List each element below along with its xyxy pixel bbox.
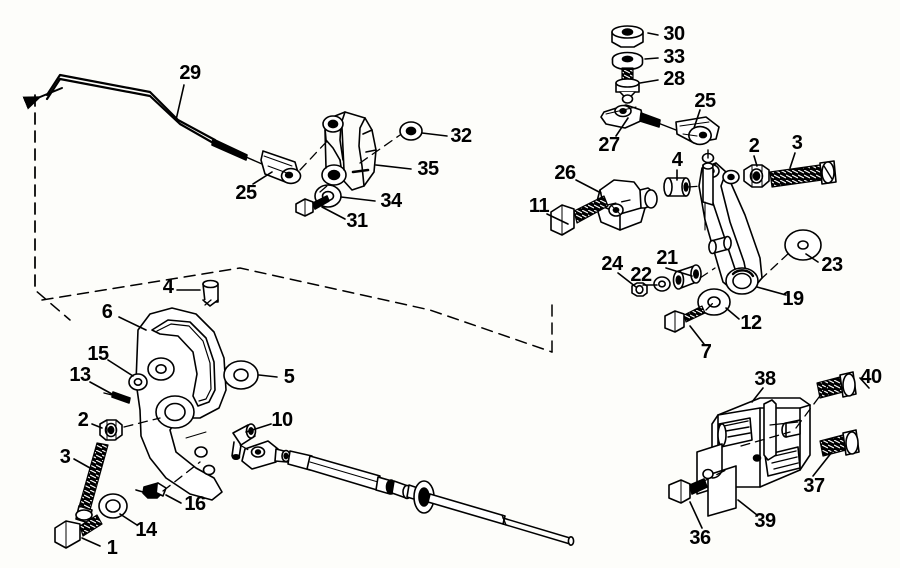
callout-33: 33 xyxy=(663,46,685,68)
callout-32: 32 xyxy=(450,125,472,147)
part-28-stud xyxy=(615,67,640,104)
part-5-washer xyxy=(223,360,259,390)
callout-4-right: 4 xyxy=(671,149,683,171)
callout-31: 31 xyxy=(346,210,368,232)
callout-4-left: 4 xyxy=(162,276,174,298)
callout-30: 30 xyxy=(663,23,685,45)
callout-21: 21 xyxy=(656,247,678,269)
callout-24: 24 xyxy=(601,253,623,275)
part-19-throttle-lever xyxy=(698,162,763,295)
part-4-bushing-right xyxy=(663,177,691,197)
alignment-lines xyxy=(123,134,829,492)
part-2-locknut-left xyxy=(99,419,123,441)
lever-mid-bushing xyxy=(708,235,732,255)
callout-10: 10 xyxy=(271,409,293,431)
part-38-cable-clamp xyxy=(711,397,811,488)
part-2-locknut-right xyxy=(743,164,770,188)
callout-1: 1 xyxy=(106,537,118,559)
throttle-cable-assembly xyxy=(241,440,575,546)
part-33-washer xyxy=(611,51,644,71)
callout-13: 13 xyxy=(69,364,91,386)
callout-7: 7 xyxy=(700,341,712,363)
part-32-washer xyxy=(399,121,423,141)
part-31-screw xyxy=(295,195,330,217)
part-36-screw xyxy=(668,478,708,504)
part-40-screw xyxy=(816,371,857,399)
part-21-bushing xyxy=(672,264,702,290)
callout-15: 15 xyxy=(87,343,109,365)
callout-6: 6 xyxy=(101,301,113,323)
callout-26: 26 xyxy=(554,162,576,184)
callout-19: 19 xyxy=(782,288,804,310)
part-12-washer xyxy=(697,288,731,316)
part-4-bushing-left xyxy=(202,279,219,307)
callout-22: 22 xyxy=(630,264,652,286)
callout-37: 37 xyxy=(803,475,825,497)
callout-25-left: 25 xyxy=(235,182,257,204)
part-29-link-rod xyxy=(22,73,217,146)
part-6-throttle-cam xyxy=(135,307,227,501)
part-22-washer xyxy=(653,276,671,292)
callout-23: 23 xyxy=(821,254,843,276)
part-1-screw xyxy=(54,514,103,549)
callout-40: 40 xyxy=(860,366,882,388)
callout-25-right: 25 xyxy=(694,90,716,112)
part-26-cam-follower xyxy=(595,179,658,231)
part-25-rod-end-right xyxy=(675,116,720,146)
callout-38: 38 xyxy=(754,368,776,390)
callout-27: 27 xyxy=(598,134,620,156)
leader-lines xyxy=(73,32,870,547)
part-35-bracket xyxy=(321,111,377,191)
part-23-washer xyxy=(784,229,822,261)
callout-11: 11 xyxy=(528,195,550,217)
callout-2-right: 2 xyxy=(748,135,760,157)
callout-35: 35 xyxy=(417,158,439,180)
callout-2-left: 2 xyxy=(77,409,89,431)
part-25-rod-end-left xyxy=(260,150,302,185)
callout-28: 28 xyxy=(663,68,685,90)
part-29-threaded-end xyxy=(211,138,263,165)
callout-16: 16 xyxy=(184,493,206,515)
assembly-reference-path xyxy=(34,94,553,353)
callout-3-right: 3 xyxy=(791,132,803,154)
part-27-connector-link xyxy=(600,104,677,131)
part-15-washer xyxy=(128,373,148,391)
callout-5: 5 xyxy=(283,366,295,388)
part-11-screw xyxy=(550,195,609,236)
callout-34: 34 xyxy=(380,190,402,212)
part-30-nut xyxy=(611,25,644,48)
callout-14: 14 xyxy=(135,519,157,541)
part-3-screw-right xyxy=(769,160,837,188)
callout-36: 36 xyxy=(689,527,711,549)
part-3-screw-left xyxy=(75,442,109,524)
callout-12: 12 xyxy=(740,312,762,334)
part-37-screw xyxy=(819,429,860,457)
callout-29: 29 xyxy=(179,62,201,84)
callout-39: 39 xyxy=(754,510,776,532)
callout-3-left: 3 xyxy=(59,446,71,468)
part-13-pin xyxy=(103,391,131,404)
part-7-screw xyxy=(664,305,706,333)
part-14-washer xyxy=(98,493,128,519)
lever-barrel-stud xyxy=(701,149,715,231)
part-16-retainer xyxy=(135,482,167,499)
